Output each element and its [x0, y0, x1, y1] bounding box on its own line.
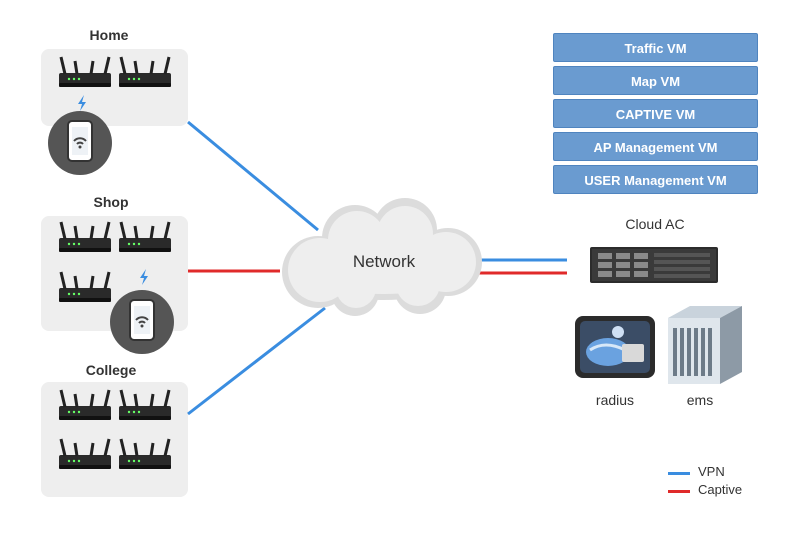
vm-map: Map VM: [553, 66, 758, 95]
site-label-shop: Shop: [93, 194, 129, 210]
ems-label: ems: [686, 392, 714, 408]
legend-vpn-swatch: [668, 472, 690, 475]
vm-captive: CAPTIVE VM: [553, 99, 758, 128]
vm-traffic: Traffic VM: [553, 33, 758, 62]
site-label-home: Home: [89, 27, 129, 43]
phone-icon: [47, 110, 113, 176]
network-cloud: [282, 198, 482, 316]
site-label-college: College: [85, 362, 137, 378]
radius-server-icon: [575, 316, 655, 378]
ems-server-icon: [668, 306, 742, 384]
cloud-ac-label: Cloud AC: [625, 216, 685, 232]
vpn-line-college: [187, 306, 326, 416]
network-label: Network: [352, 252, 416, 271]
vm-stack: Traffic VM Map VM CAPTIVE VM AP Manageme…: [553, 33, 758, 198]
legend-vpn-label: VPN: [698, 464, 725, 479]
radius-label: radius: [595, 392, 635, 408]
legend-captive-label: Captive: [698, 482, 743, 497]
vm-ap-management: AP Management VM: [553, 132, 758, 161]
legend-captive-swatch: [668, 490, 690, 493]
vm-user-management: USER Management VM: [553, 165, 758, 194]
vpn-line-home: [187, 120, 319, 232]
rack-server-icon: [590, 247, 718, 283]
phone-icon: [109, 289, 175, 355]
